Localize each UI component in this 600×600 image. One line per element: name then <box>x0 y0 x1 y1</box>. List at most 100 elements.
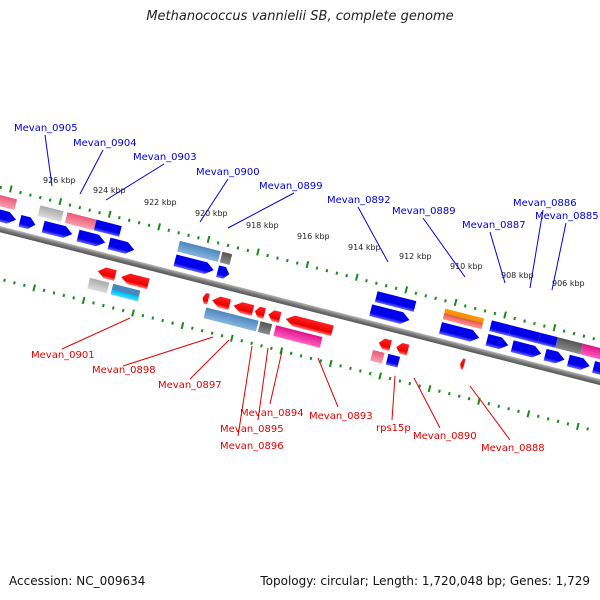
forward-gene-arrow[interactable] <box>369 304 411 326</box>
minor-tick <box>161 318 165 323</box>
minor-tick <box>210 331 214 335</box>
forward-gene-arrow[interactable] <box>566 354 591 372</box>
forward-gene-label[interactable]: Mevan_0892 <box>327 195 391 206</box>
forward-gene-arrow[interactable] <box>41 220 74 240</box>
forward-gene-box[interactable] <box>508 325 541 344</box>
minor-tick <box>48 198 52 202</box>
major-tick <box>354 273 359 281</box>
forward-gene-label[interactable]: Mevan_0889 <box>392 206 456 217</box>
forward-gene-box[interactable] <box>37 205 64 222</box>
reverse-gene-box[interactable] <box>203 307 230 325</box>
reverse-gene-label[interactable]: Mevan_0890 <box>413 431 477 442</box>
reverse-gene-arrow[interactable] <box>395 342 410 356</box>
forward-gene-label[interactable]: Mevan_0905 <box>14 123 78 134</box>
forward-gene-label[interactable]: Mevan_0885 <box>535 211 599 222</box>
minor-tick <box>78 205 82 210</box>
leader-line <box>227 192 295 229</box>
minor-tick <box>447 391 451 396</box>
forward-gene-arrow[interactable] <box>0 208 18 226</box>
minor-tick <box>190 326 194 330</box>
forward-gene-box[interactable] <box>489 320 512 337</box>
reverse-gene-label[interactable]: Mevan_0894 <box>240 408 304 419</box>
kbp-tick-label: 920 kbp <box>195 209 228 218</box>
forward-gene-box[interactable] <box>93 219 122 237</box>
forward-gene-arrow[interactable] <box>438 322 481 344</box>
forward-gene-arrow[interactable] <box>107 237 136 256</box>
forward-gene-label[interactable]: Mevan_0904 <box>73 138 137 149</box>
forward-gene-arrow[interactable] <box>216 265 231 280</box>
reverse-gene-arrow[interactable] <box>201 292 210 305</box>
forward-gene-arrow[interactable] <box>173 254 215 276</box>
forward-gene-arrow[interactable] <box>543 348 566 366</box>
minor-tick <box>414 291 418 296</box>
forward-gene-label[interactable]: Mevan_0887 <box>462 220 526 231</box>
reverse-gene-label[interactable]: Mevan_0888 <box>481 443 545 454</box>
forward-gene-arrow[interactable] <box>76 229 107 249</box>
minor-tick <box>592 336 596 341</box>
reverse-gene-box[interactable] <box>110 283 141 302</box>
forward-gene-label[interactable]: Mevan_0899 <box>259 181 323 192</box>
minor-tick <box>497 404 501 408</box>
major-tick <box>526 410 531 418</box>
minor-tick <box>52 291 56 295</box>
minor-tick <box>246 248 250 253</box>
leader-line <box>413 377 441 429</box>
forward-gene-box[interactable] <box>537 332 558 348</box>
minor-tick <box>98 210 101 215</box>
minor-tick <box>513 316 517 321</box>
forward-gene-box[interactable] <box>177 240 221 262</box>
reverse-gene-arrow[interactable] <box>267 309 282 323</box>
major-tick <box>575 422 580 431</box>
reverse-gene-box[interactable] <box>87 277 110 294</box>
reverse-gene-arrow[interactable] <box>378 337 392 352</box>
forward-gene-label[interactable]: Mevan_0886 <box>513 198 577 209</box>
minor-tick <box>197 236 200 240</box>
forward-gene-arrow[interactable] <box>18 214 36 231</box>
leader-line <box>105 163 165 201</box>
forward-gene-label[interactable]: Mevan_0903 <box>133 152 197 163</box>
reverse-gene-label[interactable]: Mevan_0897 <box>158 380 222 391</box>
reverse-gene-label[interactable]: Mevan_0895 <box>220 424 284 435</box>
reverse-gene-arrow[interactable] <box>211 295 232 310</box>
reverse-gene-box[interactable] <box>385 353 401 368</box>
kbp-tick-label: 924 kbp <box>93 186 126 195</box>
reverse-gene-label[interactable]: Mevan_0901 <box>31 350 95 361</box>
kbp-tick-label: 908 kbp <box>501 271 534 280</box>
major-tick <box>427 384 432 393</box>
forward-gene-box[interactable] <box>580 343 600 360</box>
minor-tick <box>29 193 32 197</box>
leader-line <box>61 317 131 350</box>
reverse-gene-arrow[interactable] <box>285 314 334 337</box>
forward-gene-box[interactable] <box>219 251 233 265</box>
minor-tick <box>118 216 121 220</box>
reverse-gene-box[interactable] <box>257 321 273 335</box>
forward-gene-box[interactable] <box>0 194 18 211</box>
leader-line <box>422 217 466 278</box>
major-tick <box>180 322 185 330</box>
forward-gene-box[interactable] <box>442 308 485 330</box>
forward-gene-box[interactable] <box>374 291 417 312</box>
reverse-gene-label[interactable]: rps15p <box>376 423 411 434</box>
forward-gene-arrow[interactable] <box>485 333 509 351</box>
minor-tick <box>566 422 570 426</box>
forward-gene-label[interactable]: Mevan_0900 <box>196 167 260 178</box>
leader-line <box>469 385 511 441</box>
kbp-tick-label: 922 kbp <box>144 198 177 207</box>
minor-tick <box>289 351 293 356</box>
reverse-gene-arrow[interactable] <box>254 306 266 319</box>
forward-gene-box[interactable] <box>555 337 584 355</box>
minor-tick <box>38 195 42 200</box>
reverse-gene-arrow[interactable] <box>120 272 150 290</box>
reverse-gene-label[interactable]: Mevan_0893 <box>309 411 373 422</box>
reverse-gene-label[interactable]: Mevan_0896 <box>220 441 284 452</box>
reverse-gene-box[interactable] <box>226 313 259 332</box>
reverse-gene-box[interactable] <box>370 349 385 364</box>
minor-tick <box>3 278 6 283</box>
reverse-gene-box[interactable] <box>273 325 323 348</box>
forward-gene-box[interactable] <box>64 212 97 231</box>
reverse-gene-arrow[interactable] <box>459 358 466 370</box>
reverse-gene-arrow[interactable] <box>97 266 117 281</box>
reverse-gene-label[interactable]: Mevan_0898 <box>92 365 156 376</box>
reverse-gene-arrow[interactable] <box>232 300 255 316</box>
forward-gene-arrow[interactable] <box>510 340 543 359</box>
